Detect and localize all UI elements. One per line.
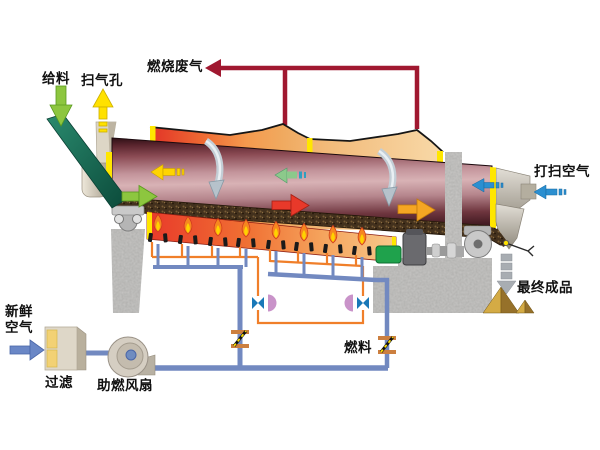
- product-drop-arrow-icon: [496, 253, 517, 295]
- exhaust-duct: [205, 59, 420, 129]
- exhaust-label: 燃烧废气: [147, 59, 203, 75]
- drum-end-seam: [490, 167, 496, 228]
- fuel-label: 燃料: [344, 340, 372, 356]
- sweep-arrow-icon: [92, 88, 114, 133]
- discharge-end: [490, 167, 537, 250]
- feed-label: 给料: [42, 71, 70, 87]
- filter-box: [44, 326, 87, 371]
- purge-air-arrow-outer-icon: [533, 184, 567, 200]
- filter-label: 过滤: [45, 375, 73, 391]
- fresh-air-label-line1: 新鲜: [5, 304, 33, 320]
- fuel-valve-left: [252, 294, 277, 312]
- temperature-probe: [502, 239, 535, 257]
- fuel-valve-right: [344, 294, 369, 312]
- drive-motor: [402, 232, 427, 266]
- final-product-label: 最终成品: [517, 280, 573, 296]
- air-damper-left: [231, 330, 249, 348]
- drive-assembly: [375, 225, 492, 266]
- bolt-icon: [132, 214, 142, 224]
- material-flow-arrow-green-icon: [121, 184, 158, 208]
- fresh-air-arrow-icon: [9, 339, 45, 361]
- rotation-arrow-icon: [203, 138, 225, 201]
- green-pump: [375, 245, 402, 264]
- material-flow-arrow-amber-icon: [397, 198, 436, 222]
- gas-flow-arrow-teal-icon: [274, 167, 306, 184]
- purge-air-label: 打扫空气: [534, 164, 590, 180]
- air-piping: [84, 244, 390, 371]
- feed-arrow-icon: [49, 85, 73, 127]
- roller-trunnion: [111, 205, 145, 232]
- gas-flow-arrow-yellow-icon: [150, 163, 185, 181]
- purge-nozzle: [520, 183, 537, 200]
- material-flow-arrow-red-icon: [271, 193, 310, 217]
- air-damper-right: [378, 336, 396, 354]
- sweep-port-label: 扫气孔: [81, 73, 123, 89]
- support-pier-left: [111, 229, 145, 313]
- exhaust-arrow-icon: [205, 59, 221, 77]
- fan-label: 助燃风扇: [97, 378, 153, 394]
- support-ring-band: [445, 152, 462, 260]
- product-piles: [482, 286, 535, 314]
- fresh-air-label-line2: 空气: [5, 320, 33, 336]
- combustion-fan: [107, 336, 156, 378]
- bolt-icon: [114, 214, 124, 224]
- purge-air-arrow-inner-icon: [471, 178, 504, 193]
- foundation-right: [373, 258, 492, 313]
- rotation-arrow-icon: [376, 148, 398, 208]
